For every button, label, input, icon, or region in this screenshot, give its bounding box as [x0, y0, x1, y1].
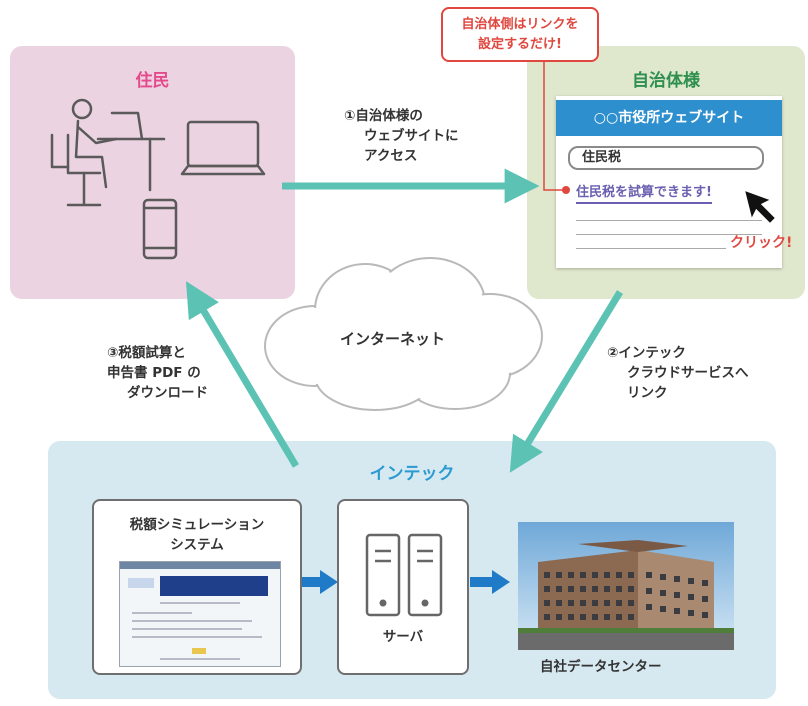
blue-arrow: [470, 570, 510, 594]
intec-title: インテック: [369, 464, 455, 484]
simulation-title-line: システム: [170, 537, 224, 553]
flow-step-1: ①自治体様の ウェブサイトに アクセス: [344, 106, 459, 166]
note-line: 自治体側はリンクを: [461, 17, 579, 32]
simulation-screenshot: [119, 561, 281, 667]
flow-step-2-line: ②インテック: [607, 345, 686, 361]
server-label: サーバ: [382, 629, 424, 645]
flow-step-1-line: ①自治体様の: [344, 108, 423, 124]
internet-cloud: [264, 257, 543, 411]
note-line: 設定するだけ!: [478, 37, 562, 52]
note-connector: [543, 60, 570, 194]
laptop-icon: [180, 120, 266, 176]
search-field[interactable]: 住民税: [568, 146, 764, 170]
server-box: サーバ: [337, 499, 469, 675]
simulation-title-line: 税額シミュレーション: [129, 517, 265, 533]
flow-arrow-2: [509, 290, 623, 473]
tax-estimate-link[interactable]: 住民税を試算できます!: [576, 184, 712, 204]
flow-arrow-3: [185, 281, 300, 468]
person-at-desk-icon: [50, 98, 166, 207]
datacenter-label: 自社データセンター: [540, 659, 662, 675]
content-line: [576, 220, 762, 221]
blue-arrow: [302, 570, 338, 594]
flow-step-3-line: ダウンロード: [127, 385, 208, 401]
note-callout: 自治体側はリンクを 設定するだけ!: [441, 7, 599, 62]
flow-step-1-line: アクセス: [364, 148, 418, 164]
simulation-system-box: 税額シミュレーション システム: [92, 499, 302, 675]
internet-label: インターネット: [340, 330, 446, 348]
flow-step-2-line: リンク: [627, 385, 668, 401]
simulation-title: 税額シミュレーション システム: [94, 515, 300, 555]
municipal-website: ○○市役所ウェブサイト 住民税 住民税を試算できます!: [556, 96, 782, 268]
flow-step-3-line: 申告書 PDF の: [107, 365, 201, 381]
flow-step-3-line: ③税額試算と: [107, 345, 186, 361]
click-label: クリック!: [730, 235, 793, 251]
flow-step-2-line: クラウドサービスへ: [627, 365, 749, 381]
flow-step-1-line: ウェブサイトに: [364, 128, 459, 144]
website-header: ○○市役所ウェブサイト: [556, 100, 782, 136]
flow-step-3: ③税額試算と 申告書 PDF の ダウンロード: [107, 343, 208, 403]
flow-step-2: ②インテック クラウドサービスへ リンク: [607, 343, 749, 403]
content-line: [576, 234, 762, 235]
resident-title: 住民: [135, 71, 170, 91]
content-line: [576, 248, 726, 249]
cursor-arrow-icon: [745, 191, 775, 223]
smartphone-icon: [142, 198, 178, 260]
municipality-title: 自治体様: [632, 71, 700, 91]
server-icon: [365, 533, 443, 617]
building-photo: [518, 522, 734, 650]
